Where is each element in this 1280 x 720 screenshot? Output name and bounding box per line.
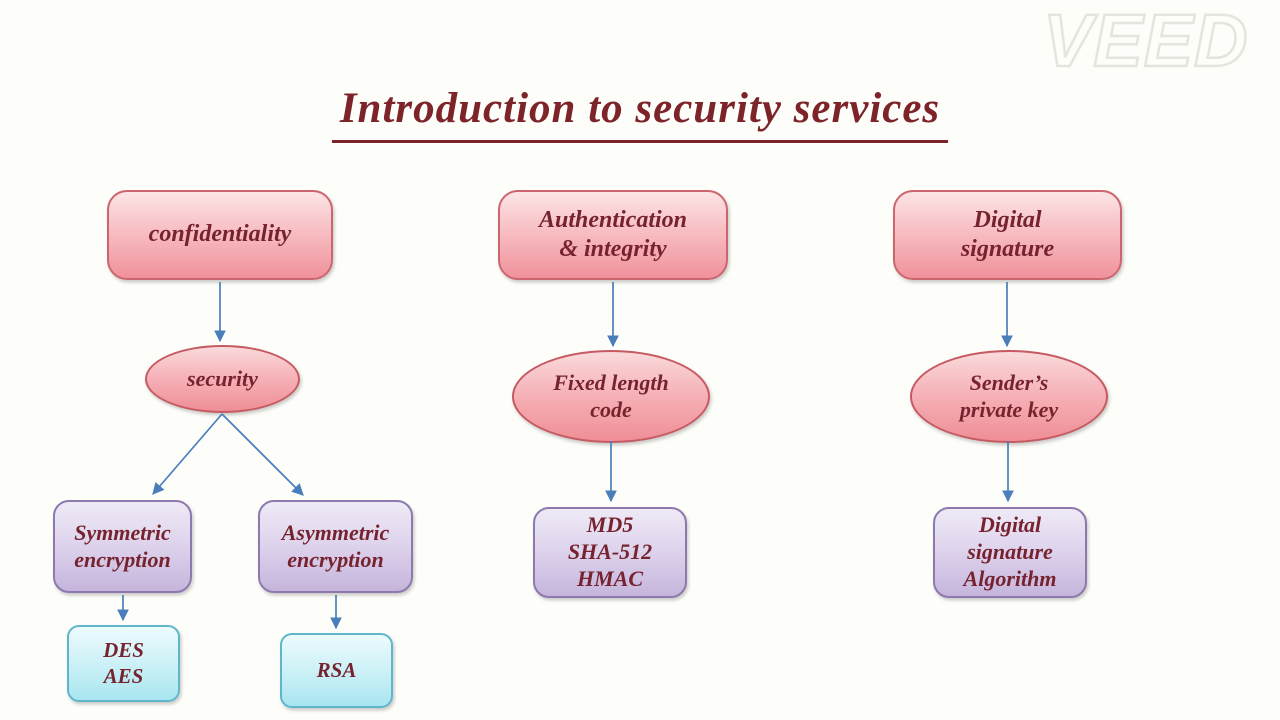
node-fixed-length-code-label: Fixed length code	[553, 369, 669, 422]
node-authentication-integrity: Authentication & integrity	[498, 190, 728, 280]
node-digital-signature-algorithm-label: Digital signature Algorithm	[963, 512, 1057, 591]
node-asymmetric-encryption: Asymmetric encryption	[258, 500, 413, 593]
node-des-aes-label: DES AES	[103, 637, 144, 688]
node-digital-signature-algorithm: Digital signature Algorithm	[933, 507, 1087, 598]
node-rsa: RSA	[280, 633, 393, 708]
node-digital-signature-label: Digital signature	[960, 206, 1055, 262]
node-asymmetric-encryption-label: Asymmetric encryption	[281, 519, 390, 572]
node-confidentiality: confidentiality	[107, 190, 333, 280]
node-security-label: security	[187, 365, 258, 391]
node-digital-signature: Digital signature	[893, 190, 1122, 280]
veed-watermark: VEED	[1042, 0, 1249, 82]
node-authentication-integrity-label: Authentication & integrity	[538, 206, 688, 262]
node-md5-sha512-hmac-label: MD5 SHA-512 HMAC	[567, 512, 653, 591]
node-security: security	[145, 345, 300, 413]
node-md5-sha512-hmac: MD5 SHA-512 HMAC	[533, 507, 687, 598]
node-senders-private-key-label: Sender’s private key	[959, 369, 1059, 422]
arrow-security-to-asymmetric	[221, 413, 304, 496]
node-symmetric-encryption: Symmetric encryption	[53, 500, 192, 593]
arrow-security-to-symmetric	[152, 413, 223, 495]
title-row: Introduction to security services	[0, 84, 1280, 143]
node-confidentiality-label: confidentiality	[148, 221, 292, 248]
node-rsa-label: RSA	[316, 657, 357, 682]
node-symmetric-encryption-label: Symmetric encryption	[74, 519, 171, 572]
node-senders-private-key: Sender’s private key	[910, 350, 1108, 443]
page-title: Introduction to security services	[331, 84, 949, 143]
node-fixed-length-code: Fixed length code	[512, 350, 710, 443]
node-des-aes: DES AES	[67, 625, 180, 702]
